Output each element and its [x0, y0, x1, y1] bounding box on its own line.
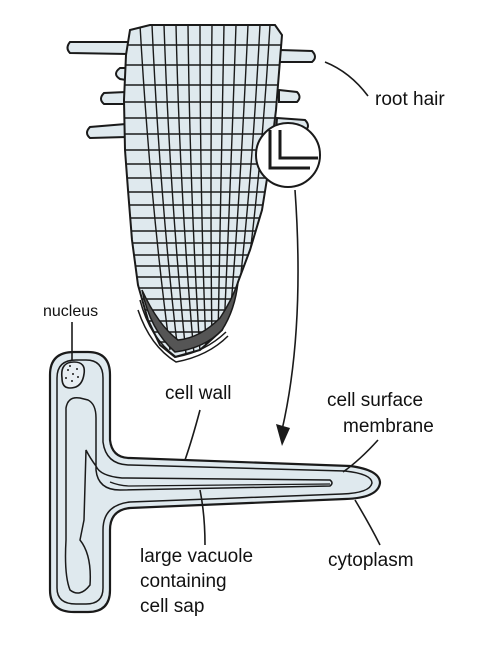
label-vacuole-line1: large vacuole: [140, 546, 253, 567]
label-vacuole-line2: containing: [140, 571, 227, 592]
label-vacuole-line3: cell sap: [140, 596, 204, 617]
leader-lines: [71, 61, 381, 546]
leader-cytoplasm: [354, 499, 381, 546]
zoom-arrow: [276, 189, 299, 446]
leader-vacuole: [199, 489, 206, 546]
leader-cell-surface-membrane: [342, 439, 379, 473]
leader-root-hair: [324, 61, 369, 97]
magnifier-circle: [255, 122, 321, 188]
label-cell-wall: cell wall: [165, 383, 232, 404]
root-hairs-right: [274, 48, 316, 132]
labels: root hair nucleus cell wall cell surface…: [43, 89, 445, 617]
root-hair-cell: [48, 350, 382, 614]
leader-cell-wall: [184, 409, 201, 461]
label-cell-surface-line1: cell surface: [327, 390, 423, 411]
root-cap: [141, 281, 239, 353]
root-tip: [66, 24, 316, 363]
label-nucleus: nucleus: [43, 303, 98, 320]
label-root-hair: root hair: [375, 89, 445, 110]
root-hairs-left: [66, 41, 129, 140]
nucleus: [60, 361, 86, 389]
vacuole: [64, 396, 333, 594]
label-cytoplasm: cytoplasm: [328, 550, 414, 571]
label-cell-surface-line2: membrane: [343, 416, 434, 437]
